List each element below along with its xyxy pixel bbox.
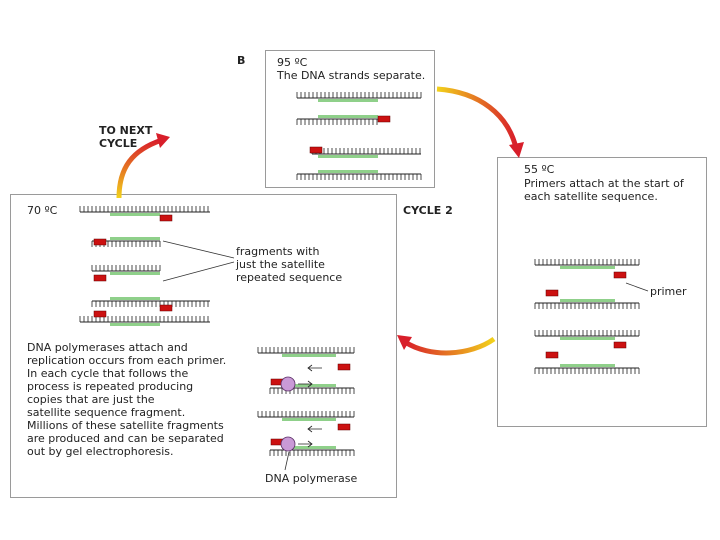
dna-bases [257,411,355,417]
panel-55c-temp: 55 ºC [524,163,555,176]
satellite-segment [282,354,336,357]
dna-bases [534,330,640,336]
satellite-segment [560,364,615,367]
satellite-segment [282,384,336,387]
replication-direction-arrow [298,380,313,388]
satellite-segment [110,213,160,216]
cycle-arrow-to-55c [436,86,524,158]
dna-polymerase [280,376,296,392]
satellite-segment [110,237,160,240]
primer [93,310,107,318]
dna-bases [79,316,209,322]
primer [613,271,627,279]
satellite-segment [318,115,378,118]
satellite-segment [318,99,378,102]
fragments-leader-lines [162,240,235,282]
satellite-segment [110,323,160,326]
primer [545,289,559,297]
panel-70c-temp: 70 ºC [27,204,58,217]
dna-bases [296,174,422,180]
replication-direction-arrow [307,364,322,372]
dna-bases [269,450,355,456]
satellite-segment [318,155,378,158]
satellite-segment [560,337,615,340]
dna-bases [257,347,355,353]
dna-bases [534,368,640,374]
satellite-segment [110,297,160,300]
primer-label: primer [650,285,687,298]
dna-bases [91,301,209,307]
polymerase-label: DNA polymerase [265,472,358,485]
polymerase-leader-line [284,451,290,471]
panel-55c [497,157,707,427]
panel-95c-temp: 95 ºC [277,56,308,69]
satellite-segment [282,446,336,449]
panel-55c-caption: Primers attach at the start of each sate… [524,177,684,203]
replication-direction-arrow [307,425,322,433]
dna-bases [534,303,640,309]
dna-bases [311,148,421,154]
replication-direction-arrow [298,440,313,448]
dna-bases [296,119,378,125]
primer [159,214,173,222]
primer [545,351,559,359]
primer [613,341,627,349]
primer [93,274,107,282]
dna-bases [296,92,422,98]
panel-95c-caption: The DNA strands separate. [277,69,426,82]
satellite-segment [560,299,615,302]
dna-bases [91,265,161,271]
satellite-segment [318,170,378,173]
replication-description: DNA polymerases attach and replication o… [27,341,227,458]
dna-bases [79,206,209,212]
primer [93,238,107,246]
primer [337,363,351,371]
cycle-arrow-to-next [116,133,170,199]
primer-leader-line [625,282,649,292]
cycle-arrow-to-70c [397,335,496,356]
satellite-segment [282,418,336,421]
fragments-label: fragments with just the satellite repeat… [236,245,343,284]
dna-bases [534,259,640,265]
primer [337,423,351,431]
primer [159,304,173,312]
to-next-cycle-label: TO NEXT CYCLE [99,124,153,150]
primer [377,115,391,123]
primer [309,146,323,154]
dna-polymerase [280,436,296,452]
satellite-segment [560,266,615,269]
cycle-label: CYCLE 2 [403,204,453,217]
satellite-segment [110,272,160,275]
panel-letter: B [237,54,246,67]
